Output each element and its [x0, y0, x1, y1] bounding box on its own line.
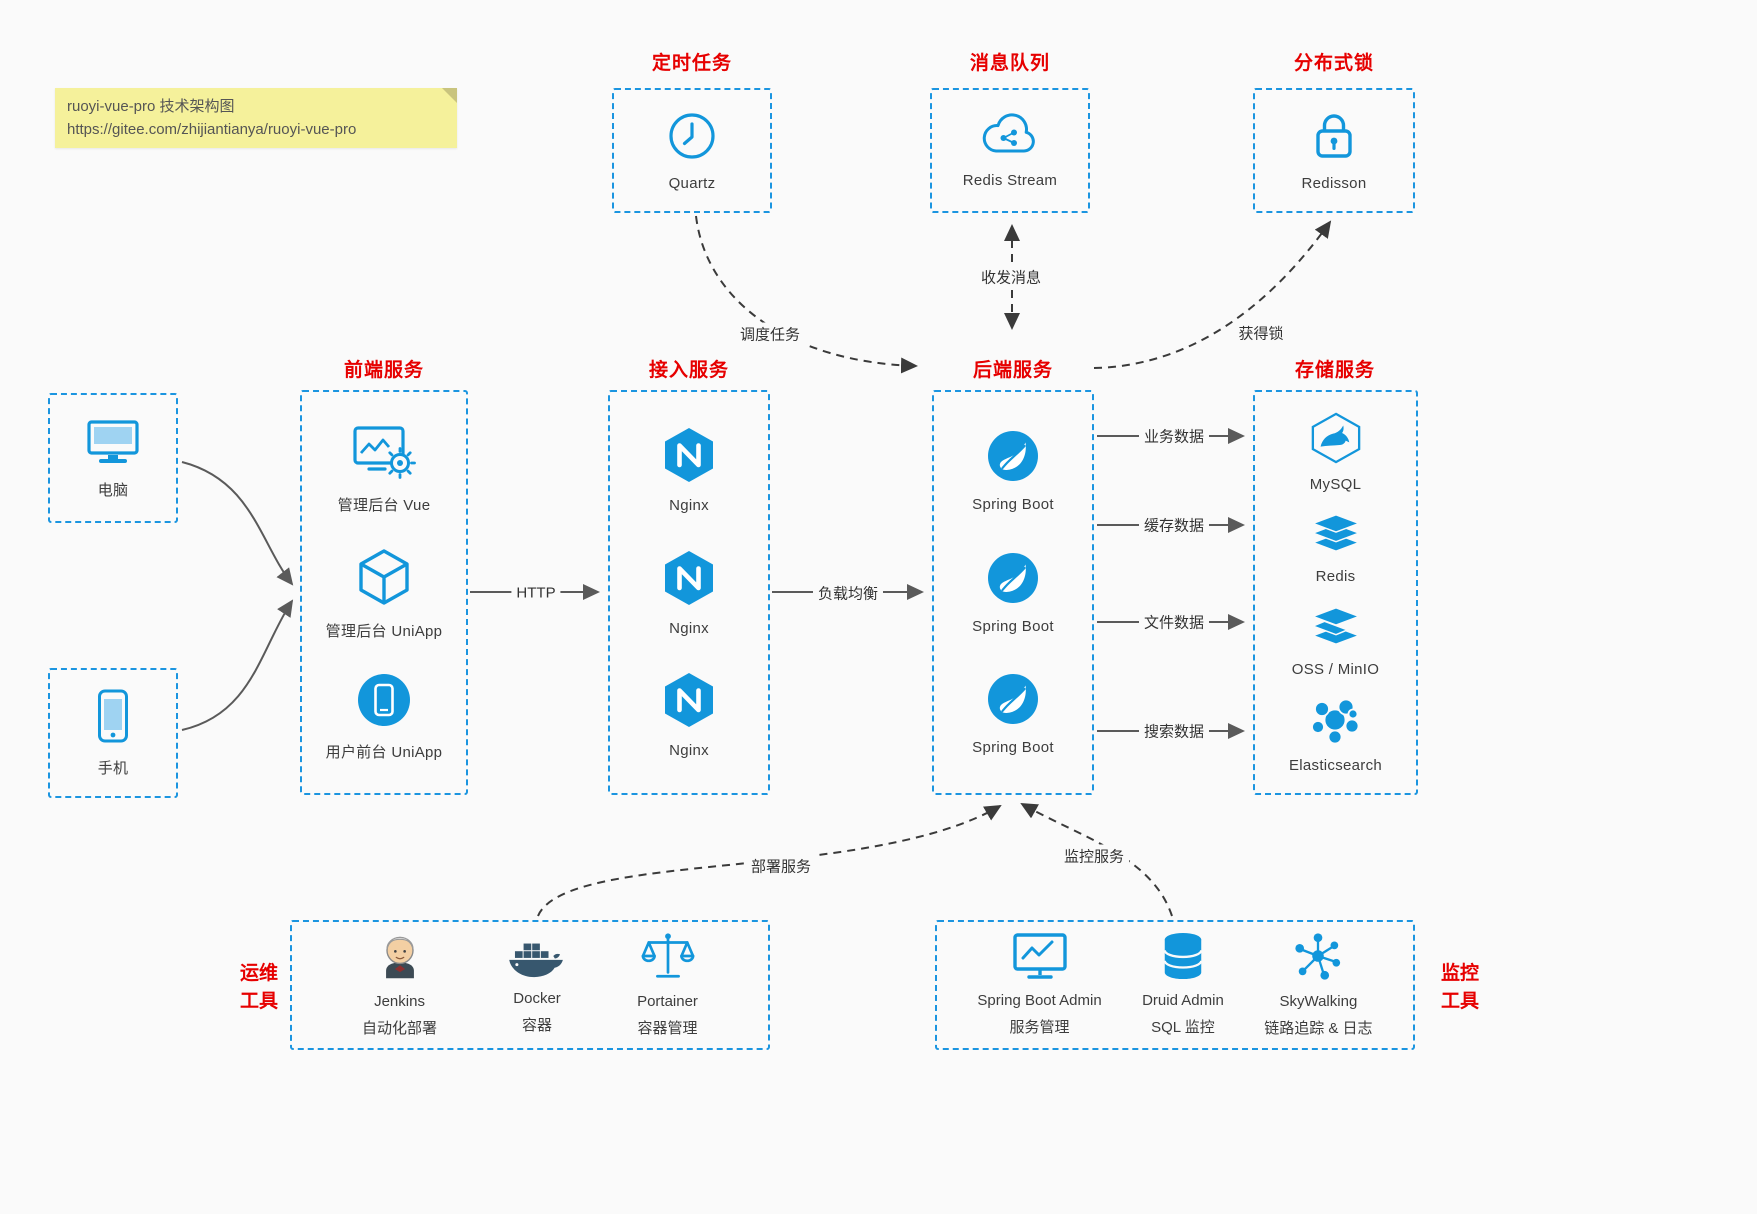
- phone-label: 手机: [97, 760, 129, 777]
- redis-icon: [1309, 511, 1363, 562]
- mysql-icon: [1308, 411, 1364, 470]
- cloud-icon: [981, 112, 1039, 164]
- sticky-note: ruoyi-vue-pro 技术架构图 https://gitee.com/zh…: [55, 88, 457, 148]
- ops-tools-title: 运维工具: [239, 963, 278, 1012]
- edge-label-schedule-task: 调度任务: [734, 322, 806, 346]
- spring-boot-icon: [986, 429, 1040, 488]
- pc-label: 电脑: [97, 482, 129, 499]
- edge-label-acquire-lock: 获得锁: [1233, 321, 1289, 345]
- frontend-item-label: 管理后台 UniApp: [325, 622, 443, 640]
- nginx-icon: [662, 549, 716, 612]
- ops-item-name: Jenkins: [374, 993, 425, 1010]
- jenkins-icon: [376, 930, 424, 987]
- group-title-scheduler: 定时任务: [651, 53, 733, 74]
- box-redisson: Redisson: [1253, 88, 1415, 213]
- clock-icon: [666, 110, 718, 167]
- ops-item-desc: 容器: [522, 1016, 553, 1034]
- smartphone-icon: [95, 688, 131, 749]
- edge-label-search-data: 搜索数据: [1138, 719, 1210, 743]
- backend-item-label: Spring Boot: [972, 617, 1054, 635]
- quartz-label: Quartz: [668, 174, 716, 192]
- ops-item-desc: 自动化部署: [362, 1019, 438, 1037]
- redis-stream-label: Redis Stream: [962, 171, 1058, 189]
- edge-label-business-data: 业务数据: [1138, 424, 1210, 448]
- ops-item-desc: 容器管理: [637, 1019, 698, 1037]
- storage-item-label: OSS / MinIO: [1291, 660, 1380, 678]
- box-frontend: 管理后台 Vue 管理后台 UniApp 用户前台 UniApp: [300, 390, 468, 795]
- nginx-icon: [662, 426, 716, 489]
- spring-boot-icon: [986, 672, 1040, 731]
- gateway-item-label: Nginx: [669, 497, 709, 515]
- note-url: https://gitee.com/zhijiantianya/ruoyi-vu…: [67, 121, 357, 139]
- elasticsearch-icon: [1308, 696, 1362, 751]
- portainer-icon: [640, 930, 696, 987]
- edge-label-load-balancing: 负载均衡: [812, 581, 884, 605]
- box-backend: Spring Boot Spring Boot Spring Boot: [932, 390, 1094, 795]
- box-ops-tools: Jenkins 自动化部署: [290, 920, 770, 1050]
- column-title-frontend: 前端服务: [343, 360, 425, 381]
- column-title-gateway: 接入服务: [648, 360, 730, 381]
- oss-minio-icon: [1309, 604, 1363, 655]
- box-quartz: Quartz: [612, 88, 772, 213]
- edge-label-http: HTTP: [511, 583, 561, 603]
- gateway-item-label: Nginx: [669, 741, 709, 759]
- box-client-phone: 手机: [48, 668, 178, 798]
- docker-icon: [507, 933, 567, 984]
- redisson-label: Redisson: [1301, 174, 1367, 192]
- spring-boot-admin-icon: [1011, 931, 1069, 986]
- frontend-item-label: 管理后台 Vue: [337, 497, 431, 515]
- storage-item-label: Elasticsearch: [1288, 757, 1383, 775]
- edge-label-cache-data: 缓存数据: [1138, 513, 1210, 537]
- column-title-backend: 后端服务: [972, 360, 1054, 381]
- edge-label-monitor-service: 监控服务: [1058, 844, 1130, 868]
- monitoring-item-name: Druid Admin: [1142, 992, 1224, 1009]
- gateway-item-label: Nginx: [669, 619, 709, 637]
- column-title-storage: 存储服务: [1294, 360, 1376, 381]
- note-title: ruoyi-vue-pro 技术架构图: [67, 98, 235, 115]
- desktop-icon: [84, 416, 142, 471]
- backend-item-label: Spring Boot: [972, 738, 1054, 756]
- group-title-mq: 消息队列: [969, 53, 1051, 74]
- box-client-pc: 电脑: [48, 393, 178, 523]
- monitor-gear-icon: [352, 423, 416, 486]
- nginx-icon: [662, 671, 716, 734]
- spring-boot-icon: [986, 551, 1040, 610]
- note-fold-corner: [442, 88, 457, 103]
- storage-item-label: MySQL: [1309, 475, 1362, 493]
- monitoring-item-name: Spring Boot Admin: [977, 992, 1102, 1009]
- box-storage: MySQL Redis: [1253, 390, 1418, 795]
- box-gateway: Nginx Nginx Nginx: [608, 390, 770, 795]
- skywalking-icon: [1292, 930, 1344, 987]
- edge-label-deploy-service: 部署服务: [745, 854, 817, 878]
- ops-item-name: Docker: [513, 990, 561, 1007]
- backend-item-label: Spring Boot: [972, 496, 1054, 514]
- monitoring-item-name: SkyWalking: [1279, 993, 1358, 1010]
- box-monitoring-tools: Spring Boot Admin 服务管理 Druid Admin SQL 监…: [935, 920, 1415, 1050]
- user-app-icon: [356, 672, 412, 733]
- druid-icon: [1159, 931, 1207, 986]
- monitoring-item-desc: 链路追踪 & 日志: [1264, 1019, 1373, 1037]
- box-redis-stream: Redis Stream: [930, 88, 1090, 213]
- monitoring-item-desc: SQL 监控: [1151, 1018, 1215, 1036]
- group-title-lock: 分布式锁: [1293, 53, 1375, 74]
- frontend-item-label: 用户前台 UniApp: [325, 743, 443, 761]
- monitoring-tools-title: 监控工具: [1440, 963, 1479, 1012]
- monitoring-item-desc: 服务管理: [1009, 1018, 1070, 1036]
- edge-label-messaging: 收发消息: [975, 265, 1047, 289]
- lock-icon: [1311, 110, 1357, 167]
- ops-item-name: Portainer: [637, 993, 698, 1010]
- storage-item-label: Redis: [1315, 568, 1356, 586]
- edge-label-file-data: 文件数据: [1138, 610, 1210, 634]
- uniapp-cube-icon: [355, 547, 413, 612]
